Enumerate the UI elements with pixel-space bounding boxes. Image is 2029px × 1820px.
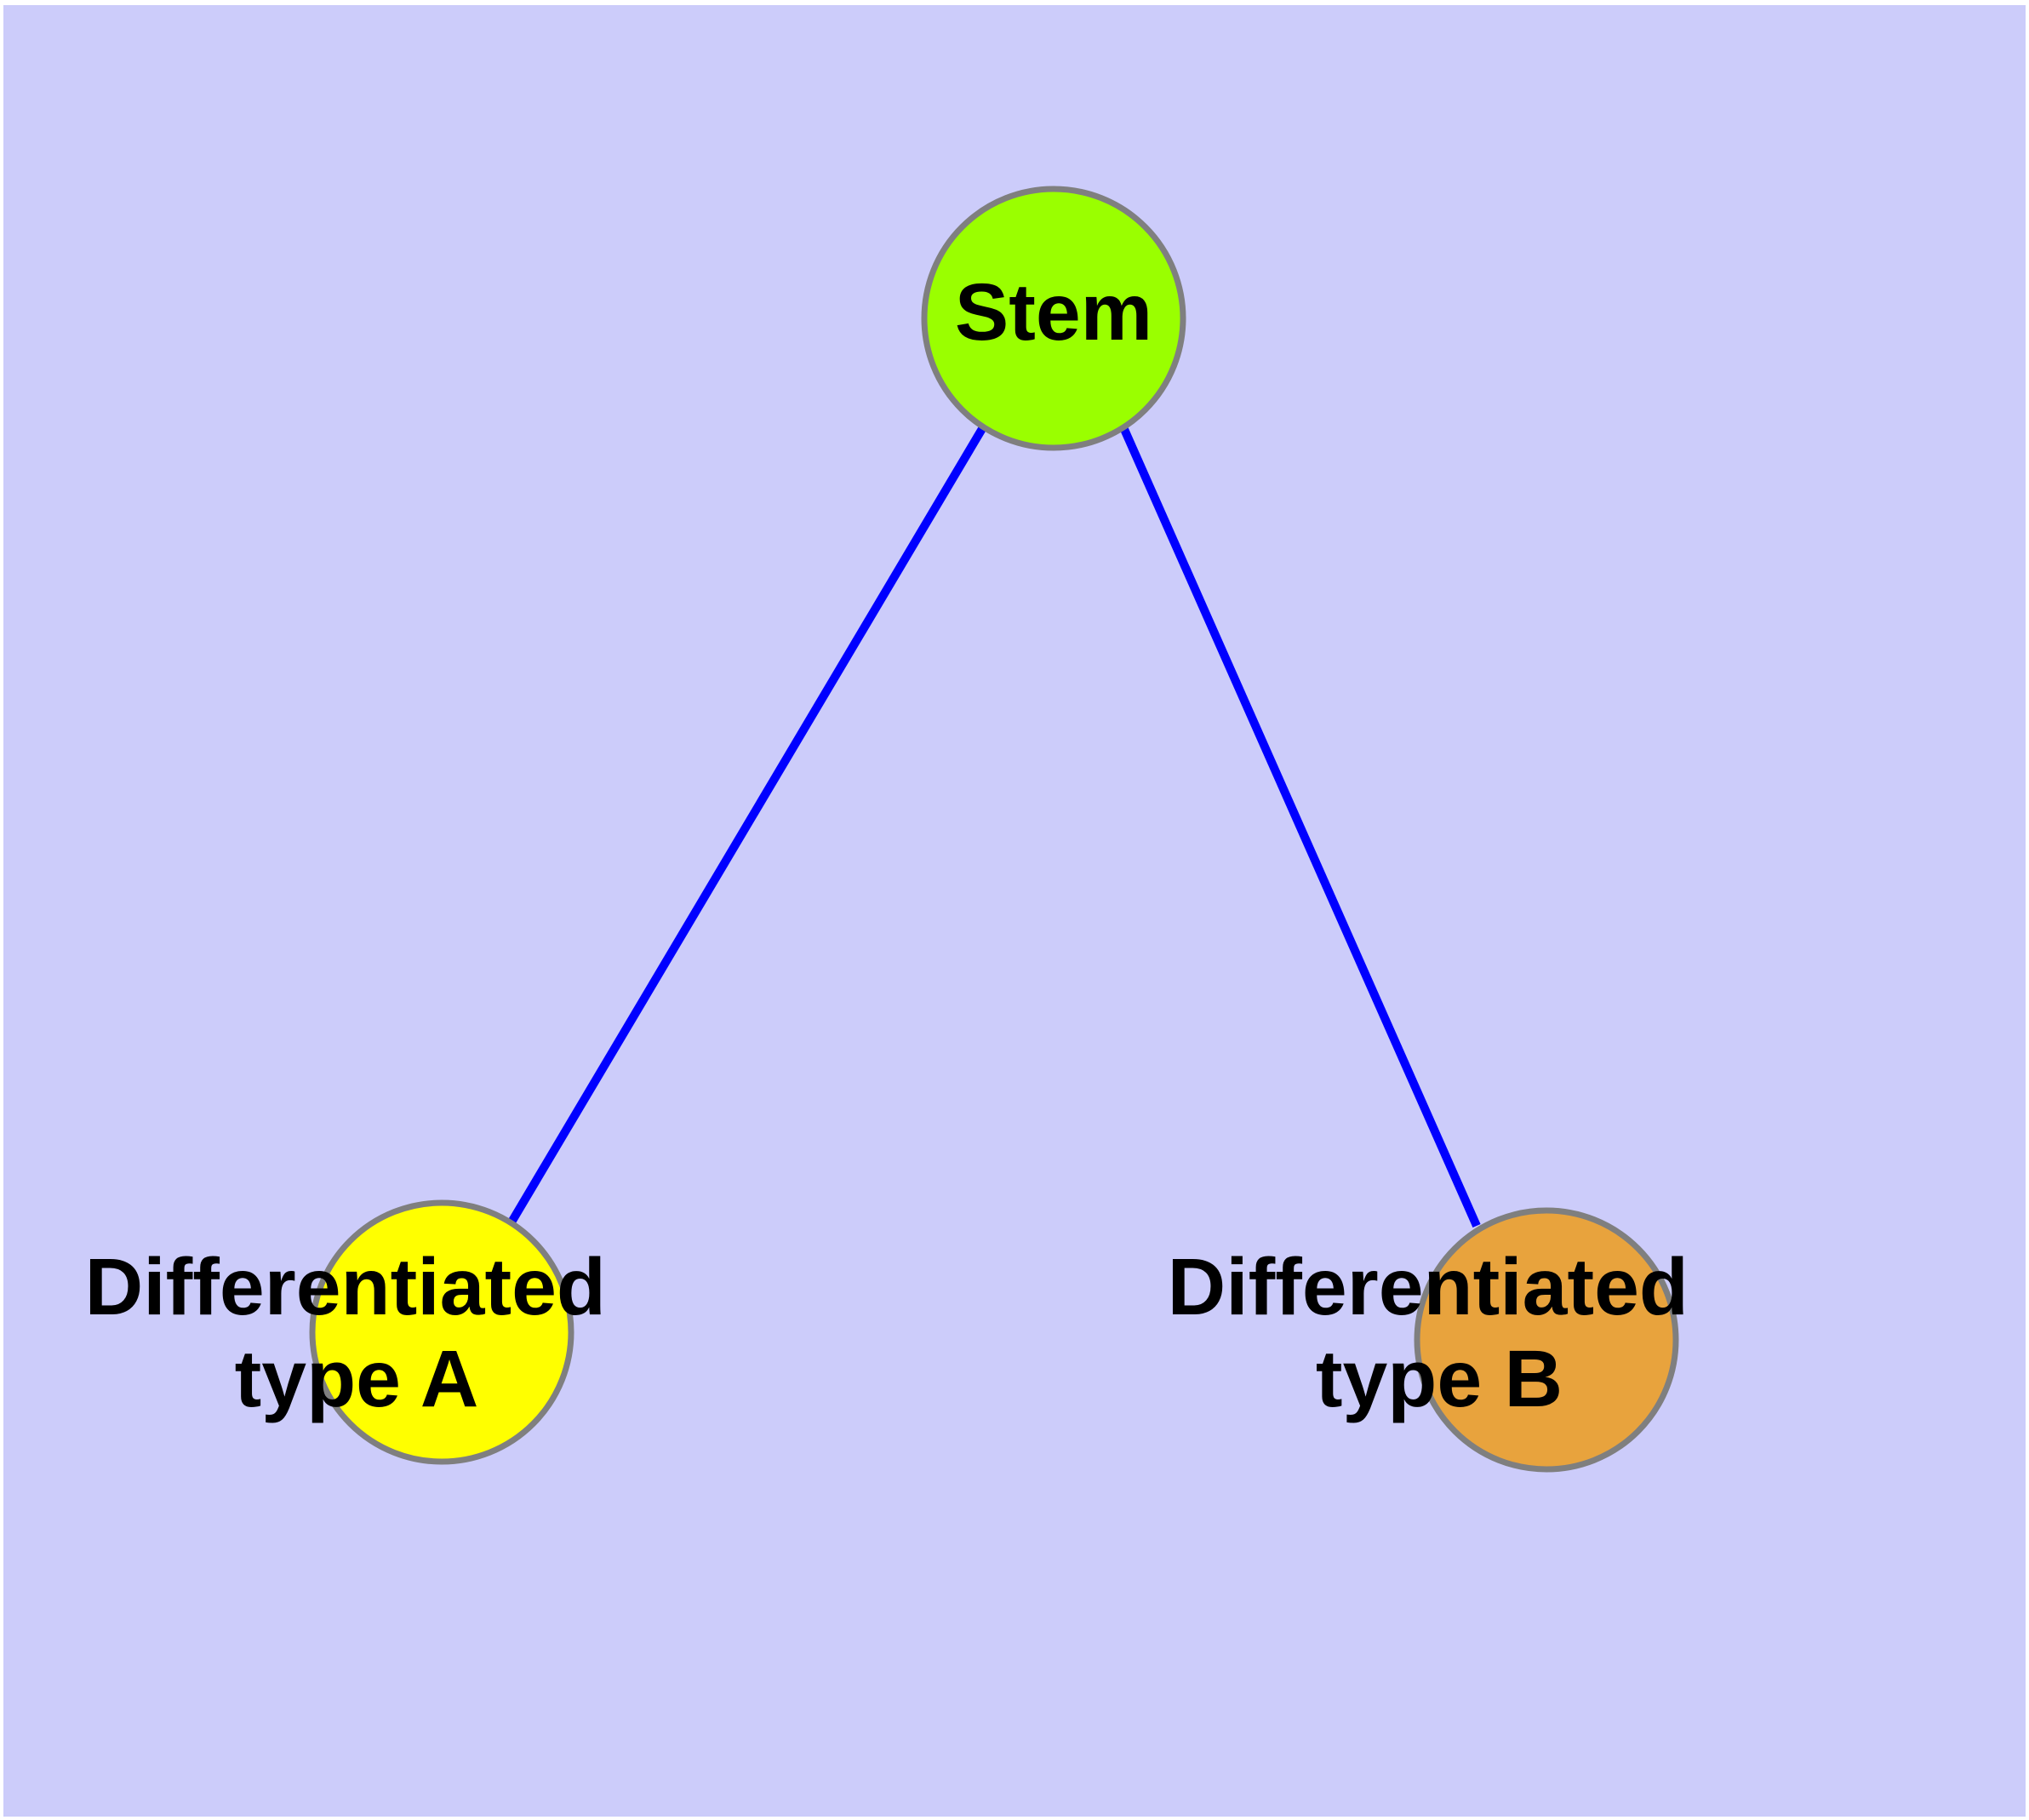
node-differentiated-type-b-circle[interactable] — [1414, 1207, 1679, 1473]
node-stem-label: Stem — [955, 267, 1152, 358]
node-differentiated-type-a[interactable] — [309, 1199, 574, 1465]
node-stem-label-line-1: Stem — [955, 267, 1152, 358]
edge-stem-to-differentiated-type-a[interactable] — [508, 425, 987, 1223]
node-differentiated-type-a-circle[interactable] — [309, 1199, 574, 1465]
label-layer: Stem Differentiated type A Differentiate… — [85, 267, 1712, 1424]
node-layer — [309, 186, 1679, 1473]
node-differentiated-type-a-label: Differentiated type A — [85, 1242, 629, 1424]
node-stem-circle[interactable] — [921, 186, 1186, 451]
node-differentiated-type-b[interactable] — [1414, 1207, 1679, 1473]
node-differentiated-type-a-label-line-2: type A — [235, 1334, 479, 1424]
edge-layer — [508, 425, 1481, 1228]
node-differentiated-type-b-label-line-1: Differentiated — [1168, 1242, 1689, 1332]
node-differentiated-type-b-label: Differentiated type B — [1168, 1242, 1712, 1424]
node-differentiated-type-a-label-line-1: Differentiated — [85, 1242, 606, 1332]
node-stem[interactable] — [921, 186, 1186, 451]
node-differentiated-type-b-label-line-2: type B — [1316, 1334, 1563, 1424]
edge-stem-to-differentiated-type-b[interactable] — [1119, 425, 1481, 1228]
